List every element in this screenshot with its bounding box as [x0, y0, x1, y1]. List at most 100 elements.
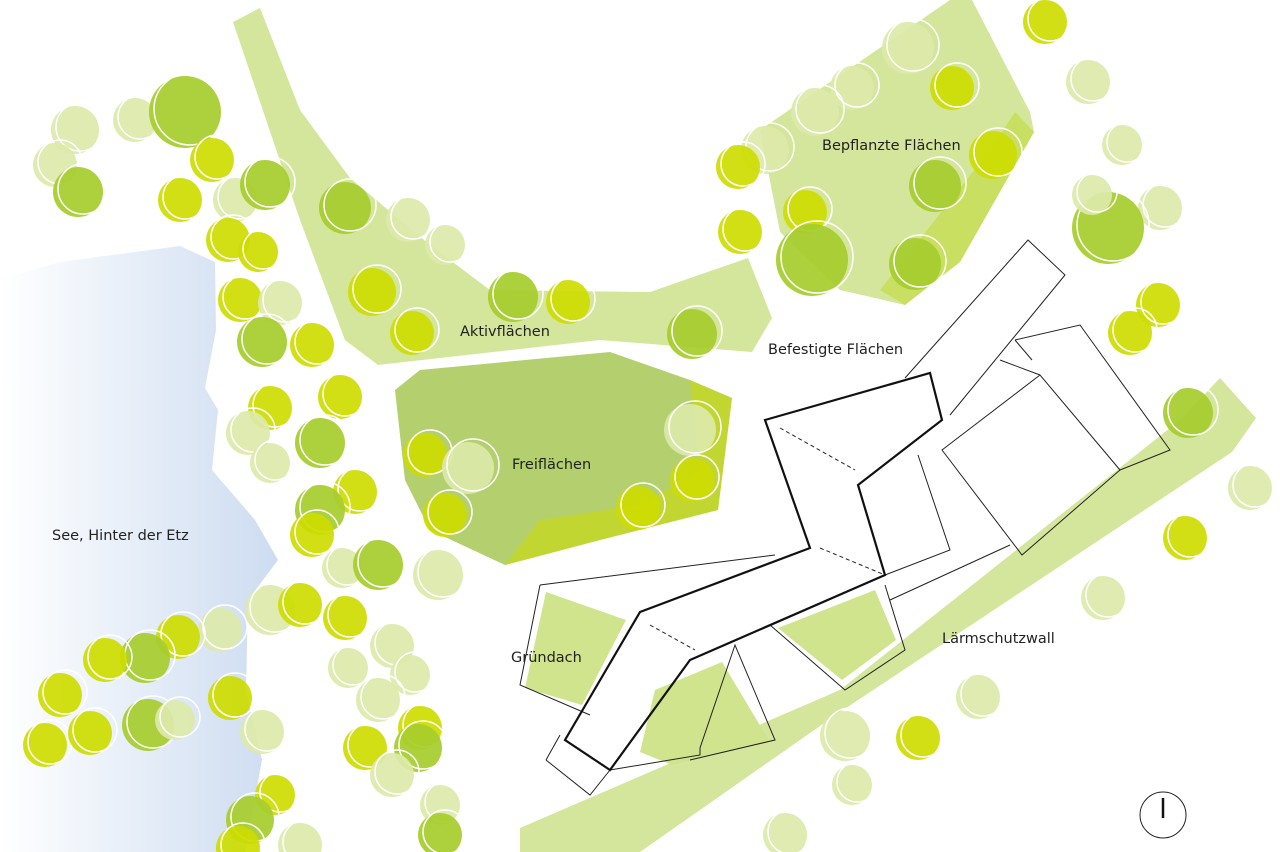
tree-canopy — [390, 311, 434, 355]
tree-canopy — [718, 210, 762, 254]
tree-canopy — [1066, 60, 1110, 104]
tree-canopy — [370, 753, 414, 797]
tree-outline — [1140, 279, 1186, 325]
tree-canopy — [403, 433, 447, 477]
trees — [23, 0, 1278, 852]
tree-outline — [347, 722, 393, 768]
label-open-areas: Freiflächen — [512, 457, 592, 473]
tree-canopy — [616, 486, 660, 530]
tree-canopy — [423, 493, 467, 537]
tree-canopy — [38, 673, 82, 717]
tree-canopy — [1081, 576, 1125, 620]
tree-outline — [934, 62, 980, 108]
tree-canopy — [820, 711, 870, 761]
tree-outline — [1106, 121, 1148, 163]
tree-canopy — [716, 145, 760, 189]
open-accent — [505, 380, 732, 565]
tree-outline — [795, 84, 845, 134]
tree-canopy — [418, 813, 462, 852]
tree-outline — [767, 809, 813, 852]
tree-canopy — [68, 711, 112, 755]
tree-outline — [212, 672, 258, 718]
tree-canopy — [1163, 516, 1207, 560]
tree-canopy — [1023, 0, 1067, 44]
tree-outline — [668, 400, 722, 454]
tree-outline — [242, 228, 284, 270]
tree-outline — [282, 579, 328, 625]
tree-canopy — [413, 550, 463, 600]
tree-canopy — [1228, 466, 1272, 510]
tree-canopy — [776, 224, 848, 296]
label-green-roof: Gründach — [511, 650, 582, 666]
label-lake: See, Hinter der Etz — [52, 528, 189, 544]
tree-canopy — [155, 700, 195, 740]
tree-outline — [72, 707, 118, 753]
tree-outline — [153, 72, 227, 146]
tree-canopy — [238, 232, 278, 272]
tree-canopy — [763, 813, 807, 852]
tree-canopy — [237, 317, 287, 367]
tree-canopy — [442, 442, 494, 494]
tree-outline — [337, 466, 383, 512]
tree-canopy — [290, 513, 334, 557]
tree-canopy — [353, 540, 403, 590]
tree-outline — [886, 18, 940, 72]
tree-canopy — [120, 633, 170, 683]
tree-canopy — [356, 678, 400, 722]
tree-outline — [394, 307, 440, 353]
tree-outline — [671, 305, 723, 357]
tree-canopy — [488, 272, 538, 322]
tree-canopy — [216, 826, 260, 852]
tree-outline — [160, 611, 206, 657]
tree-outline — [87, 634, 133, 680]
tree-outline — [323, 178, 377, 232]
tree-outline — [446, 438, 500, 492]
tree-outline — [836, 761, 878, 803]
tree-outline — [299, 414, 351, 466]
tree-outline — [220, 822, 266, 852]
tree-canopy — [278, 583, 322, 627]
tree-canopy — [667, 309, 717, 359]
tree-canopy — [348, 268, 396, 316]
tree-canopy — [889, 238, 941, 290]
tree-outline — [162, 174, 208, 220]
tree-outline — [722, 206, 768, 252]
tree-outline — [357, 536, 409, 588]
tree-outline — [893, 234, 947, 288]
tree-outline — [332, 644, 374, 686]
tree-canopy — [1108, 311, 1152, 355]
tree-outline — [394, 651, 436, 693]
building-outlines — [519, 239, 1171, 796]
main-building — [563, 371, 944, 772]
tree-outline — [960, 671, 1006, 717]
tree-outline — [390, 194, 436, 240]
tree-outline — [834, 62, 880, 108]
tree-canopy — [1102, 125, 1142, 165]
tree-outline — [913, 156, 967, 210]
tree-outline — [202, 604, 248, 650]
tree-canopy — [546, 280, 590, 324]
tree-canopy — [664, 404, 716, 456]
tree-outline — [674, 454, 720, 500]
tree-canopy — [53, 167, 103, 217]
green-roof-pads — [525, 590, 896, 765]
tree-canopy — [386, 198, 430, 242]
tree-outline — [1076, 171, 1118, 213]
tree-outline — [360, 674, 406, 720]
tree-outline — [720, 141, 766, 187]
tree-outline — [620, 482, 666, 528]
tree-outline — [1085, 572, 1131, 618]
tree-outline — [429, 221, 471, 263]
tree-canopy — [190, 138, 234, 182]
tree-outline — [1232, 462, 1278, 508]
tree-canopy — [218, 278, 262, 322]
tree-outline — [55, 102, 105, 152]
tree-canopy — [278, 823, 322, 852]
tree-canopy — [896, 716, 940, 760]
tree-outline — [294, 319, 340, 365]
tree-canopy — [149, 76, 221, 148]
tree-outline — [322, 371, 368, 417]
tree-canopy — [425, 225, 465, 265]
tree-canopy — [51, 106, 99, 154]
tree-outline — [780, 220, 854, 294]
